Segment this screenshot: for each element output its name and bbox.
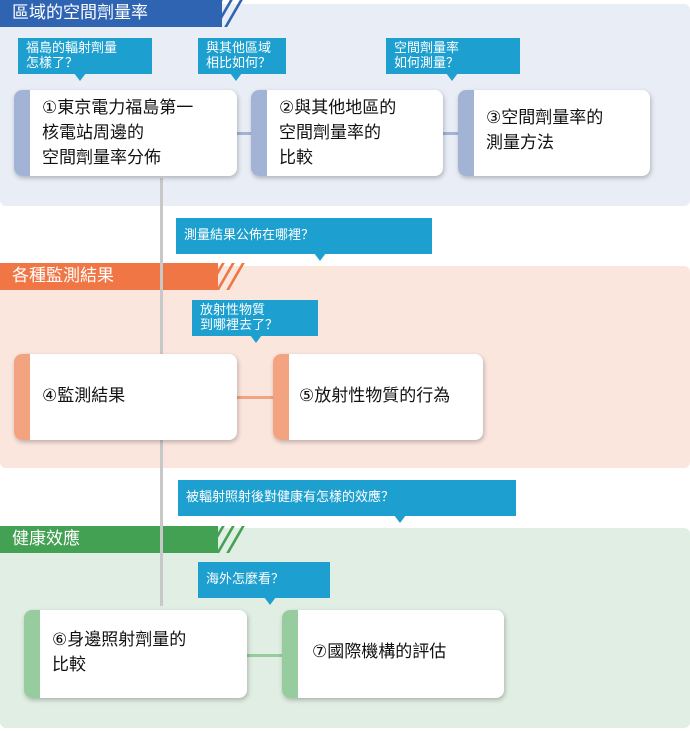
topic-card-7[interactable]: ⑦國際機構的評估 (282, 610, 504, 698)
card-accent-bar (282, 610, 298, 698)
question-callout-3: 空間劑量率 如何測量？ (386, 38, 520, 81)
question-callout-2: 與其他區域 相比如何？ (198, 38, 286, 81)
card-label: ④監測結果 (42, 386, 126, 406)
topic-card-4[interactable]: ④監測結果 (14, 354, 237, 440)
card-label: ⑤放射性物質的行為 (299, 386, 451, 406)
card-accent-bar (273, 354, 289, 440)
link-c1-c2 (236, 132, 252, 135)
link-c2-c3 (442, 132, 460, 135)
link-c6-c7 (246, 654, 284, 657)
section-title: 各種監測結果 (12, 266, 114, 286)
section-header-spatial-dose: 區域的空間劑量率 (0, 0, 243, 27)
card-label: ⑥身邊照射劑量的 比較 (52, 630, 187, 675)
card-label: ⑦國際機構的評估 (312, 642, 447, 662)
topic-card-3[interactable]: ③空間劑量率的 測量方法 (458, 90, 650, 176)
topic-card-1[interactable]: ①東京電力福島第一 核電站周邊的 空間劑量率分佈 (14, 90, 237, 176)
card-accent-bar (24, 610, 40, 698)
question-callout-1: 福島的輻射劑量 怎樣了？ (18, 38, 152, 81)
header-stripe (204, 0, 223, 27)
question-callout-6: 被輻射照射後對健康有怎樣的效應？ (178, 480, 516, 523)
card-accent-bar (251, 90, 267, 176)
section-title: 健康效應 (12, 529, 80, 549)
section-header-monitoring: 各種監測結果 (0, 263, 245, 290)
question-callout-7: 海外怎麼看？ (198, 562, 330, 605)
topic-card-2[interactable]: ②與其他地區的 空間劑量率的 比較 (251, 90, 443, 176)
section-title: 區域的空間劑量率 (12, 3, 148, 23)
card-accent-bar (14, 354, 30, 440)
card-label: ①東京電力福島第一 核電站周邊的 空間劑量率分佈 (42, 98, 194, 168)
question-callout-4: 測量結果公佈在哪裡？ (176, 218, 432, 261)
card-accent-bar (458, 90, 474, 176)
topic-card-5[interactable]: ⑤放射性物質的行為 (273, 354, 483, 440)
card-accent-bar (14, 90, 30, 176)
link-c4-c5 (236, 396, 276, 399)
card-label: ②與其他地區的 空間劑量率的 比較 (279, 98, 397, 168)
card-label: ③空間劑量率的 測量方法 (486, 108, 604, 153)
topic-card-6[interactable]: ⑥身邊照射劑量的 比較 (24, 610, 247, 698)
question-callout-5: 放射性物質 到哪裡去了？ (192, 300, 318, 343)
section-header-health: 健康效應 (0, 526, 245, 553)
